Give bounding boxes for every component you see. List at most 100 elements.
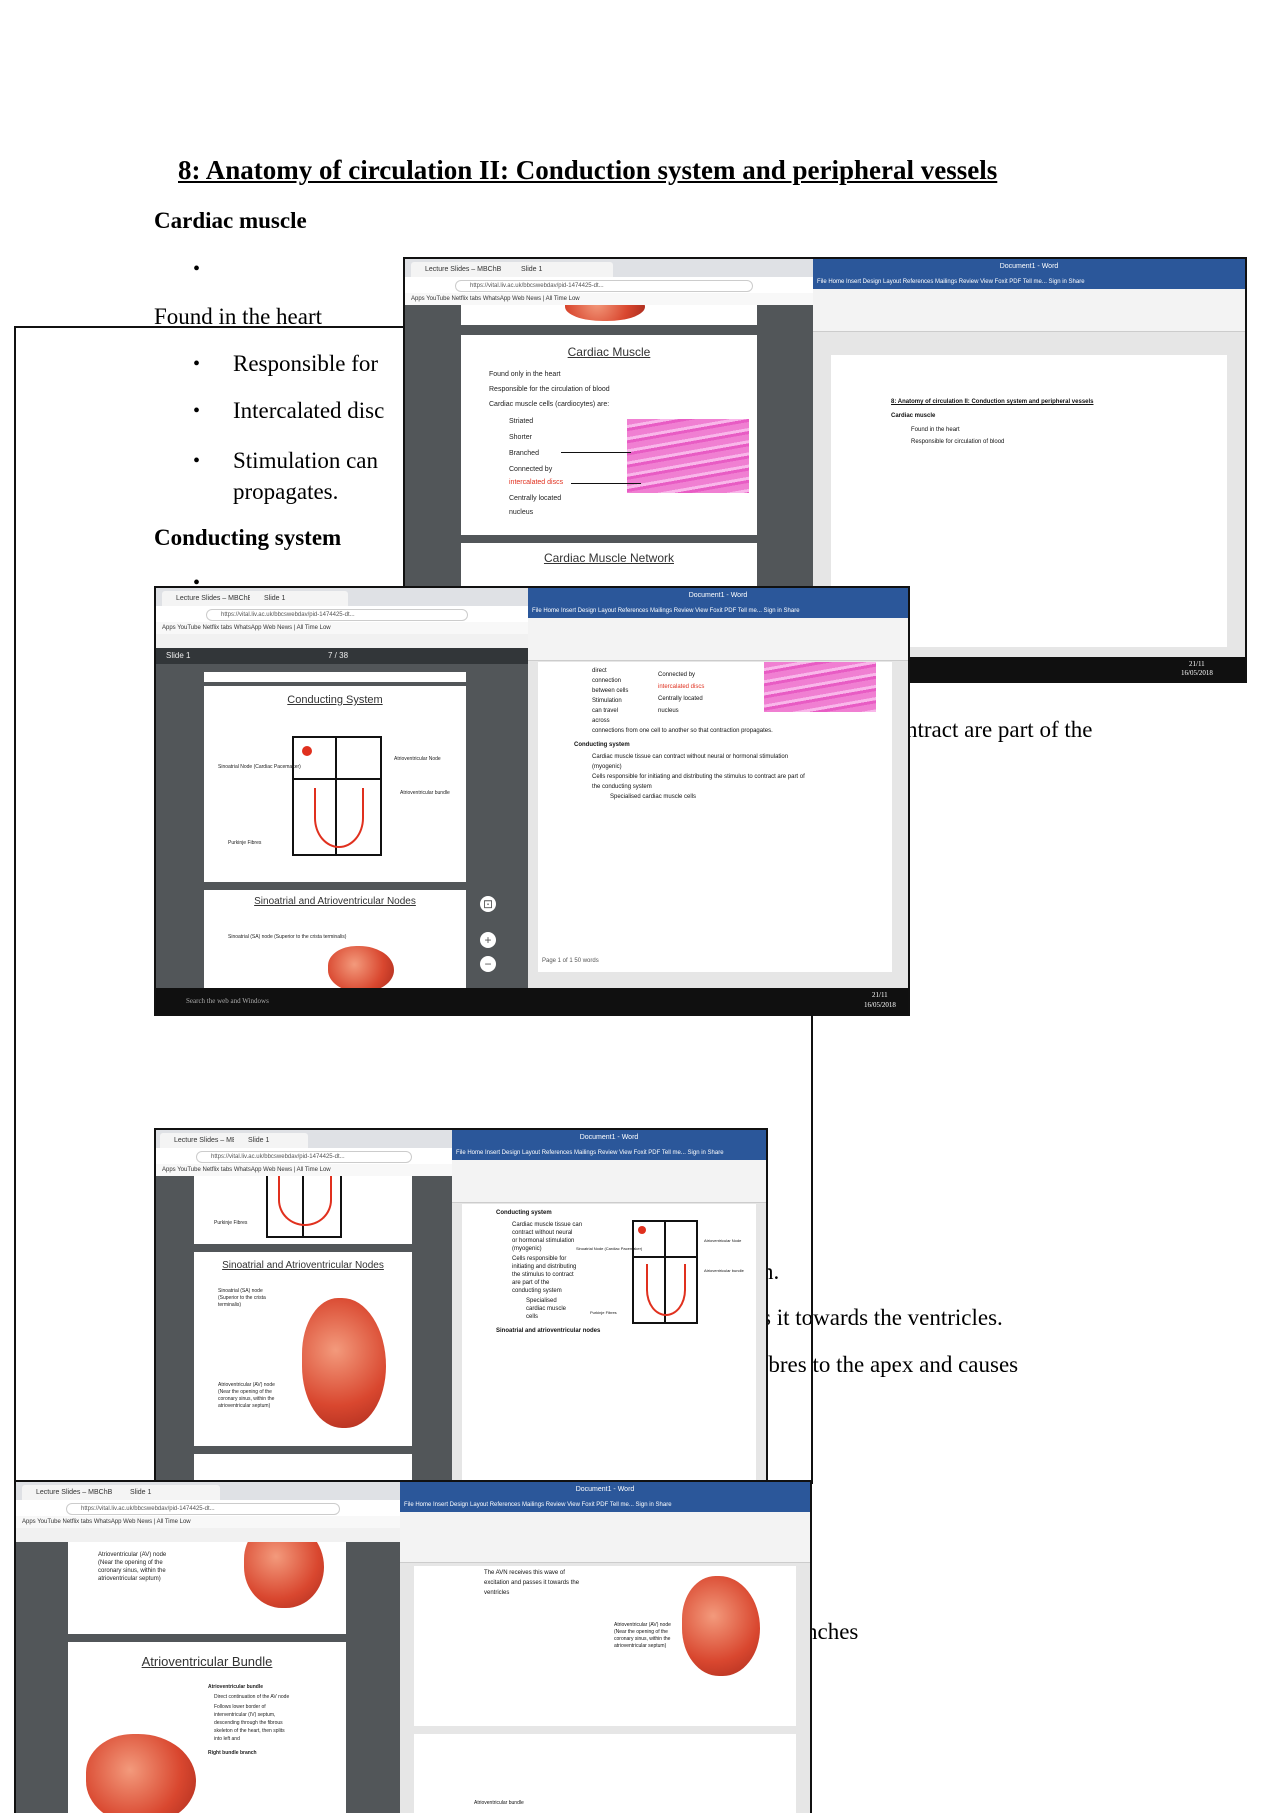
url-field[interactable]: https://vital.liv.ac.uk/bbcswebdav/pid-1… [455, 280, 753, 292]
browser-tab[interactable]: Lecture Slides – MBChB [162, 591, 260, 606]
diagram-label: Purkinje Fibres [214, 1220, 248, 1226]
browser-window: Lecture Slides – MBChB Slide 1 https://v… [16, 1482, 400, 1813]
word-title-bar: Document1 - Word [452, 1130, 766, 1146]
tab-bar: Lecture Slides – MBChB Slide 1 [156, 1130, 452, 1148]
word-ribbon-tabs[interactable]: File Home Insert Design Layout Reference… [400, 1498, 810, 1512]
word-page-2[interactable]: Atrioventricular bundle [414, 1734, 796, 1813]
heading-conducting-system: Conducting system [154, 525, 342, 550]
url-field[interactable]: https://vital.liv.ac.uk/bbcswebdav/pid-1… [206, 609, 468, 621]
pdf-file-name: Slide 1 [166, 651, 191, 660]
browser-tab[interactable]: Slide 1 [250, 591, 348, 606]
browser-tab[interactable]: Lecture Slides – MBChB [160, 1133, 244, 1148]
word-ribbon-tabs[interactable]: File Home Insert Design Layout Reference… [452, 1146, 766, 1160]
browser-tab[interactable]: Lecture Slides – MBChB [22, 1485, 126, 1500]
page-label: Atrioventricular (AV) node [614, 1622, 671, 1628]
browser-tab[interactable]: Slide 1 [116, 1485, 220, 1500]
page-line: (myogenic) [512, 1246, 542, 1252]
slide-top-fragment [461, 305, 757, 325]
page-line: The AVN receives this wave of [484, 1570, 565, 1576]
page-line: cells [526, 1314, 539, 1320]
line-stimulation: Stimulation can [233, 448, 379, 473]
browser-window: Lecture Slides – MBChB Slide 1 https://v… [156, 1130, 452, 1482]
slide-cardiac-muscle: Cardiac Muscle Found only in the heart R… [461, 335, 757, 535]
word-page[interactable]: Conducting system Cardiac muscle tissue … [462, 1204, 756, 1482]
slide-line: Responsible for the circulation of blood [489, 386, 610, 393]
screenshot-4: Lecture Slides – MBChB Slide 1 https://v… [14, 1480, 812, 1813]
word-page[interactable]: direct connection between cells Stimulat… [538, 662, 892, 972]
clock-date: 16/05/2018 [1181, 669, 1213, 677]
word-ribbon[interactable] [813, 289, 1245, 332]
line-responsible: Responsible for [233, 351, 379, 376]
word-ribbon[interactable] [452, 1160, 766, 1203]
word-title-bar: Document1 - Word [528, 588, 908, 604]
heart-image [86, 1734, 196, 1813]
page-line: between cells [592, 688, 629, 694]
fragment-apex: ibres to the apex and causes [762, 1352, 1019, 1377]
browser-tab[interactable]: Lecture Slides – MBChB [411, 262, 517, 277]
screenshot-3: Lecture Slides – MBChB Slide 1 https://v… [154, 1128, 768, 1484]
bookmarks-bar: Apps YouTube Netflix tabs WhatsApp Web N… [16, 1516, 400, 1528]
slide-line: (Superior to the crista [218, 1295, 266, 1301]
word-title-bar: Document1 - Word [400, 1482, 810, 1498]
page-line: direct [592, 668, 607, 674]
slide-sa-av-nodes: Sinoatrial and Atrioventricular Nodes Si… [194, 1252, 412, 1446]
tab-bar: Lecture Slides – MBChB Slide 1 [16, 1482, 400, 1500]
page-line: Centrally located [658, 696, 703, 702]
page-line: Responsible for circulation of blood [911, 439, 1005, 445]
slide-line: skeleton of the heart, then splits [214, 1728, 285, 1734]
slide-title: Sinoatrial and Atrioventricular Nodes [254, 896, 416, 907]
page-line: the stimulus to contract [512, 1272, 574, 1278]
page-line: or hormonal stimulation [512, 1238, 575, 1244]
page-line: Specialised cardiac muscle cells [610, 794, 697, 800]
muscle-histology-image [627, 419, 749, 493]
windows-taskbar: Search the web and Windows 21/11 16/05/2… [156, 988, 908, 1014]
taskbar-search[interactable]: Search the web and Windows [186, 997, 269, 1005]
word-ribbon[interactable] [400, 1512, 810, 1563]
word-ribbon[interactable] [528, 618, 908, 661]
page-line: Conducting system [574, 742, 630, 748]
slide-top-fragment [204, 672, 466, 682]
url-field[interactable]: https://vital.liv.ac.uk/bbcswebdav/pid-1… [196, 1151, 412, 1163]
word-ribbon-tabs[interactable]: File Home Insert Design Layout Reference… [528, 604, 908, 618]
pdf-page-indicator: 7 / 38 [328, 651, 349, 660]
page-line: Conducting system [496, 1210, 552, 1216]
fragment-nches: nches [806, 1619, 859, 1644]
word-ribbon-tabs[interactable]: File Home Insert Design Layout Reference… [813, 275, 1245, 289]
page-line: Found in the heart [911, 427, 960, 433]
diagram-label: Purkinje Fibres [590, 1310, 617, 1315]
word-status-bar: Page 1 of 1 50 words [542, 958, 599, 964]
address-bar: https://vital.liv.ac.uk/bbcswebdav/pid-1… [16, 1500, 400, 1517]
page-line: initiating and distributing [512, 1264, 577, 1270]
av-line [634, 1256, 696, 1258]
slide-line: descending through the fibrous [214, 1720, 283, 1726]
heart-image [244, 1542, 324, 1608]
browser-tab[interactable]: Slide 1 [234, 1133, 308, 1148]
page-line: the conducting system [592, 784, 652, 790]
slide-conducting-system: Conducting System Sinoatrial Node (Cardi… [204, 686, 466, 882]
diagram-label: Atrioventricular Node [394, 756, 441, 762]
slide-line: Atrioventricular (AV) node [218, 1382, 275, 1388]
page-line: excitation and passes it towards the [484, 1580, 580, 1586]
fit-page-button[interactable]: ⊡ [480, 896, 496, 912]
zoom-in-button[interactable]: + [480, 932, 496, 948]
word-window: Document1 - Word File Home Insert Design… [528, 588, 908, 988]
slide-line: nucleus [509, 509, 534, 516]
page-label: atrioventricular septum) [614, 1643, 667, 1649]
slide-line: Atrioventricular bundle [208, 1684, 264, 1690]
word-page[interactable]: The AVN receives this wave of excitation… [414, 1566, 796, 1726]
pdf-toolbar: Slide 1 7 / 38 [156, 648, 528, 664]
bookmarks-bar: Apps YouTube Netflix tabs WhatsApp Web N… [156, 1164, 452, 1176]
browser-tab[interactable]: Slide 1 [507, 262, 613, 277]
zoom-out-button[interactable]: − [480, 956, 496, 972]
pdf-viewer: Atrioventricular (AV) node (Near the ope… [16, 1542, 400, 1813]
diagram-label: Sinoatrial Node (Cardiac Pacemaker) [576, 1246, 643, 1251]
slide-line: (Near the opening of the [218, 1389, 272, 1395]
tab-bar: Lecture Slides – MBChB Slide 1 [405, 259, 813, 277]
page-line: conducting system [512, 1288, 562, 1294]
purkinje-fibres [278, 1176, 332, 1226]
line-found-in-heart: Found in the heart [154, 304, 322, 329]
page-line: (myogenic) [592, 764, 622, 770]
line-intercalated: Intercalated disc [233, 398, 385, 423]
tab-bar: Lecture Slides – MBChB Slide 1 [156, 588, 528, 606]
url-field[interactable]: https://vital.liv.ac.uk/bbcswebdav/pid-1… [66, 1503, 340, 1515]
